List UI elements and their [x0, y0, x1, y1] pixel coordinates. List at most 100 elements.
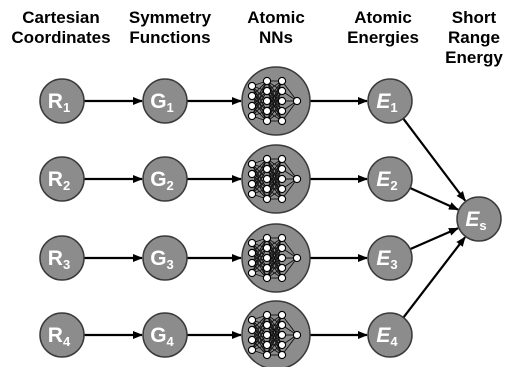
nn-connection: [266, 90, 283, 122]
node-r1-circle: [39, 78, 85, 124]
node-g3-label: G3: [150, 247, 174, 272]
neuron: [277, 76, 287, 86]
header-short-range-line1: Short: [451, 8, 497, 27]
header-atomic-nns: Atomic NNs: [236, 8, 316, 48]
node-nn4: [241, 300, 311, 367]
nn-connection: [266, 80, 283, 122]
node-e2-label: E2: [376, 168, 397, 193]
header-symmetry-line1: Symmetry: [128, 8, 212, 27]
nn-connection: [266, 80, 283, 112]
neuron: [247, 325, 257, 335]
node-r2-circle: [39, 156, 85, 202]
node-r2: R2: [39, 156, 85, 202]
node-g1-circle: [142, 78, 188, 124]
node-e3-symbol: E: [376, 247, 391, 270]
node-g1-subscript: 1: [167, 100, 174, 115]
neuron: [277, 253, 287, 263]
node-r4: R4: [39, 312, 85, 358]
neuron: [277, 106, 287, 116]
neuron: [277, 340, 287, 350]
header-symmetry-functions: Symmetry Functions: [118, 8, 222, 48]
node-r1-symbol: R: [48, 90, 63, 113]
neuron: [292, 174, 302, 184]
node-nn1: [241, 66, 311, 136]
node-es-subscript: s: [479, 218, 486, 233]
neuron: [277, 194, 287, 204]
node-e4-subscript: 4: [390, 334, 398, 349]
node-g3-symbol: G: [150, 247, 166, 270]
nn-connection: [251, 80, 268, 107]
neuron: [277, 310, 287, 320]
node-nn3: [241, 223, 311, 293]
neuron: [262, 350, 272, 360]
nn-connection: [281, 257, 298, 279]
node-nn1-neurons: [247, 76, 302, 126]
header-atomic-energies: Atomic Energies: [340, 8, 426, 48]
nn-connection: [266, 237, 283, 279]
nn-connection: [266, 247, 283, 279]
nn-connection: [266, 314, 283, 356]
neuron: [247, 268, 257, 278]
node-r3-label: R3: [48, 247, 70, 272]
neuron: [262, 154, 272, 164]
node-e4-circle: [367, 312, 413, 358]
neuron: [277, 184, 287, 194]
nn-connection: [251, 168, 268, 195]
neuron: [262, 253, 272, 263]
arrow-e1-to-es: [402, 117, 467, 202]
neuron: [247, 159, 257, 169]
node-e4: E4: [367, 312, 413, 358]
neuron: [262, 310, 272, 320]
node-r2-symbol: R: [48, 168, 63, 191]
arrow-e3-to-es: [409, 227, 459, 251]
neuron: [247, 189, 257, 199]
node-g3-circle: [142, 235, 188, 281]
neuron: [262, 340, 272, 350]
nn-connection: [266, 158, 283, 200]
node-e1-circle: [367, 78, 413, 124]
node-r2-label: R2: [48, 168, 70, 193]
node-e1-label: E1: [376, 90, 397, 115]
nn-connection: [281, 100, 298, 122]
neuron: [277, 96, 287, 106]
nn-connection: [266, 178, 283, 200]
neuron: [277, 164, 287, 174]
node-e3-subscript: 3: [390, 257, 397, 272]
neuron: [277, 116, 287, 126]
node-nn4-neurons: [247, 310, 302, 360]
node-g1: G1: [142, 78, 188, 124]
node-g4-label: G4: [150, 324, 174, 349]
node-g3: G3: [142, 235, 188, 281]
node-e3-circle: [367, 235, 413, 281]
neuron: [277, 320, 287, 330]
neuron: [247, 179, 257, 189]
node-e1-subscript: 1: [390, 100, 397, 115]
nn-connection: [251, 237, 268, 264]
header-atomic-energies-line1: Atomic: [354, 8, 412, 27]
node-e2-subscript: 2: [390, 178, 397, 193]
nn-connection: [251, 158, 268, 195]
nn-connection: [266, 314, 283, 346]
neuron: [247, 335, 257, 345]
nn-connection: [251, 314, 268, 341]
node-r4-label: R4: [48, 324, 71, 349]
neuron: [247, 169, 257, 179]
node-e2-circle: [367, 156, 413, 202]
nn-connection: [251, 90, 268, 117]
nn-connection: [266, 100, 283, 122]
nn-connection: [281, 334, 298, 356]
header-symmetry-line2: Functions: [129, 28, 211, 47]
arrow-e2-to-es: [409, 187, 459, 211]
header-atomic-energies-line2: Energies: [347, 28, 419, 47]
neuron: [277, 154, 287, 164]
node-g4-symbol: G: [150, 324, 166, 347]
arrow-e4-to-es: [402, 236, 466, 319]
node-e3: E3: [367, 235, 413, 281]
neuron: [277, 174, 287, 184]
neuron: [262, 273, 272, 283]
neuron: [247, 111, 257, 121]
node-g2-symbol: G: [150, 168, 166, 191]
nn-connection: [281, 80, 298, 102]
neuron: [262, 184, 272, 194]
